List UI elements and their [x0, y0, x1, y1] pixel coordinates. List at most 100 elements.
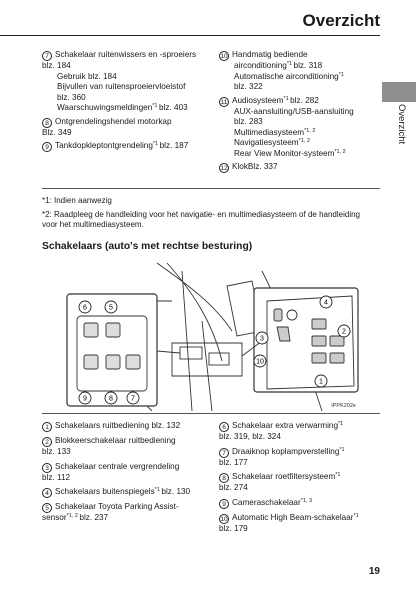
footnote-2: *2: Raadpleeg de handleiding voor het na…: [42, 210, 360, 230]
callout-number: 10: [219, 513, 229, 524]
figure-callout-circle: [314, 374, 328, 388]
entry-line: blz. 322: [234, 82, 263, 91]
figure-callout-circle: [337, 324, 351, 338]
callout-number: 2: [42, 437, 52, 447]
section-tab-marker: [382, 82, 416, 102]
callout-number: 8: [219, 473, 229, 483]
figure-callout-label: 4: [324, 300, 328, 307]
entry-line: blz. 274: [219, 483, 248, 492]
entry-line: Automatische airconditioning*1: [234, 71, 344, 81]
entry-line: Blz. 349: [42, 127, 72, 137]
figure-callout-label: 2: [342, 329, 346, 336]
entry-line: Waarschuwingsmeldingen*1 blz. 403: [57, 103, 188, 112]
entry-line: AUX-aansluiting/USB-aansluiting: [234, 106, 354, 116]
callout-number: 4: [42, 488, 52, 498]
callout-number: 9: [42, 142, 52, 152]
entry-line: blz. 179: [219, 523, 248, 533]
entry-line: blz. 283: [234, 117, 263, 126]
entry-line: Gebruik blz. 184: [57, 71, 117, 81]
figure-callout-label: 1: [319, 379, 323, 386]
entry-line: Multimediasysteem*1, 2: [234, 127, 316, 137]
callout-number: 1: [42, 422, 52, 432]
callout-number: 10: [219, 51, 229, 61]
figure-callout-circle: [104, 391, 118, 405]
figure-callout-circle: [104, 300, 118, 314]
entry-line: Bijvullen van ruitensproeiervloeistof: [57, 82, 186, 91]
entry-line: Navigatiesysteem*1, 2: [234, 138, 310, 147]
figure-callout-label: 8: [109, 396, 113, 403]
page-title: Overzicht: [302, 11, 380, 30]
entry-line: Rear View Monitor-systeem*1, 2: [234, 148, 346, 158]
figure-callout-circle: [319, 295, 333, 309]
page-number: 19: [368, 566, 380, 577]
entry-line: blz. 133: [42, 447, 71, 456]
entry-line: blz. 360: [57, 92, 86, 102]
entry-line: blz. 177: [219, 457, 248, 467]
figure-code: IPPK202e: [331, 403, 356, 409]
figure-callout-circle: [126, 391, 140, 405]
footnote-rule: [42, 188, 380, 189]
figure-callout-label: 6: [83, 305, 87, 312]
entry-line: airconditioning*1 blz. 318: [234, 61, 323, 70]
figure-callout-label: 10: [256, 359, 264, 366]
figure-callout-circle: [255, 331, 269, 345]
callout-number: 9: [219, 498, 229, 509]
figure-callout-label: 5: [109, 305, 113, 312]
figure-callout-label: 3: [260, 336, 264, 343]
figure-callout-label: 7: [131, 396, 135, 403]
figure-callout-circle: [78, 300, 92, 314]
header-rule: [0, 35, 380, 36]
callout-number: 6: [219, 422, 229, 432]
callout-number: 3: [42, 462, 52, 473]
entry-line: blz. 319, blz. 324: [219, 432, 281, 441]
callout-number: 7: [42, 51, 52, 61]
callout-number: 5: [42, 503, 52, 513]
figure-callout-circle: [78, 391, 92, 405]
entry-line: blz. 184: [42, 61, 71, 70]
figure-callout-circle: [253, 354, 267, 368]
section-heading: Schakelaars (auto's met rechtse besturin…: [42, 241, 253, 252]
callout-number: 11: [219, 96, 229, 107]
section-side-label: Overzicht: [396, 104, 407, 145]
callout-number: 12: [219, 163, 229, 173]
callout-number: 8: [42, 117, 52, 128]
entry-line: sensor*1, 2 blz. 237: [42, 513, 109, 522]
